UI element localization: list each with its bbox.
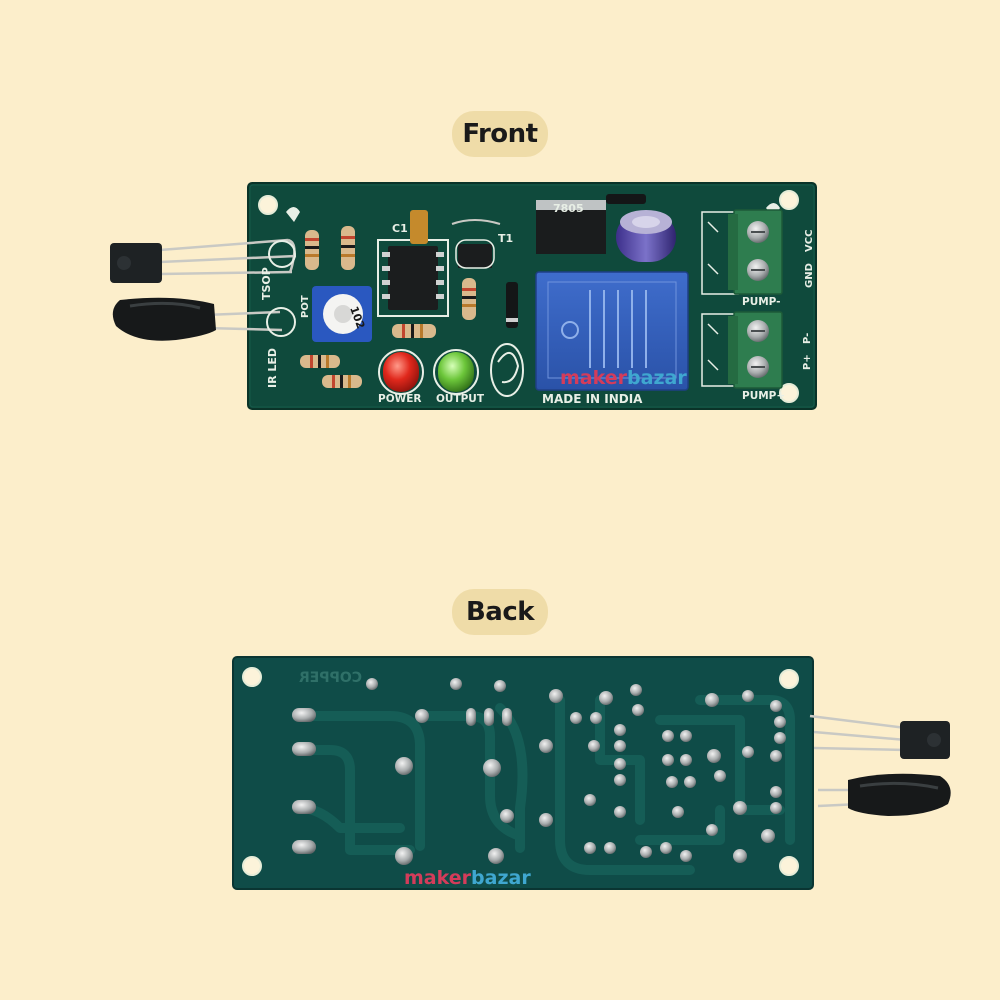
diode: [506, 282, 518, 328]
mounting-hole: [779, 383, 799, 403]
resistor: [305, 230, 319, 270]
vcc-label: VCC: [804, 230, 815, 252]
mounting-hole: [779, 669, 799, 689]
transistor-label: T1: [498, 232, 513, 245]
back-ir-led: [817, 773, 951, 816]
tsop-label: TSOP: [260, 267, 273, 300]
potentiometer: 102: [312, 286, 372, 342]
regulator-label: 7805: [553, 202, 584, 215]
mounting-hole: [242, 856, 262, 876]
back-brand-maker: maker: [404, 867, 472, 889]
ceramic-capacitor: [410, 210, 428, 244]
voltage-regulator: [536, 200, 606, 254]
resistor: [462, 278, 476, 320]
pot-label: POT: [300, 295, 311, 318]
tsop-receiver: [110, 238, 297, 283]
ic-label: C1: [392, 222, 408, 235]
back-brand-watermark: makerbazar: [404, 867, 531, 889]
power-led: [378, 349, 424, 395]
back-tsop-receiver: [809, 714, 950, 759]
mounting-hole: [242, 667, 262, 687]
output-led: [433, 349, 479, 395]
resistor: [341, 226, 355, 270]
back-pcb: COPPER makerbazar: [232, 656, 951, 890]
p-plus-label: P+: [802, 354, 813, 370]
gnd-label: GND: [804, 263, 815, 288]
electrolytic-capacitor: [616, 210, 676, 262]
power-label: POWER: [378, 393, 421, 405]
p-minus-label: P-: [802, 333, 813, 344]
brand-watermark: makerbazar: [560, 367, 687, 389]
made-in-india-label: MADE IN INDIA: [542, 392, 643, 406]
mounting-hole: [258, 195, 278, 215]
brand-bazar: bazar: [627, 367, 687, 389]
resistor: [322, 375, 362, 388]
solder-joints: [292, 678, 786, 865]
mount-logo-icon: [286, 207, 300, 222]
brand-maker: maker: [560, 367, 628, 389]
pump-plus-label: PUMP+: [742, 390, 785, 402]
back-brand-bazar: bazar: [471, 867, 531, 889]
terminal-block-pump: [701, 311, 783, 389]
back-label: Back: [452, 589, 548, 635]
terminal-block-power: [701, 209, 783, 295]
ic-chip: [377, 239, 449, 317]
front-pcb: TSOP IR LED POT 102: [110, 182, 817, 410]
back-label-text: Back: [465, 597, 535, 627]
front-label: Front: [452, 111, 548, 157]
copper-label: COPPER: [299, 670, 362, 686]
front-label-text: Front: [462, 119, 538, 149]
relay: [535, 271, 689, 391]
company-logo-icon: [490, 343, 524, 397]
diode: [606, 194, 646, 204]
ir-led-label: IR LED: [266, 348, 279, 388]
mounting-hole: [779, 190, 799, 210]
resistor: [300, 355, 340, 368]
transistor: [451, 219, 501, 269]
mounting-hole: [779, 856, 799, 876]
output-label: OUTPUT: [436, 393, 485, 405]
resistor: [392, 324, 436, 338]
pump-minus-label: PUMP-: [742, 296, 781, 308]
